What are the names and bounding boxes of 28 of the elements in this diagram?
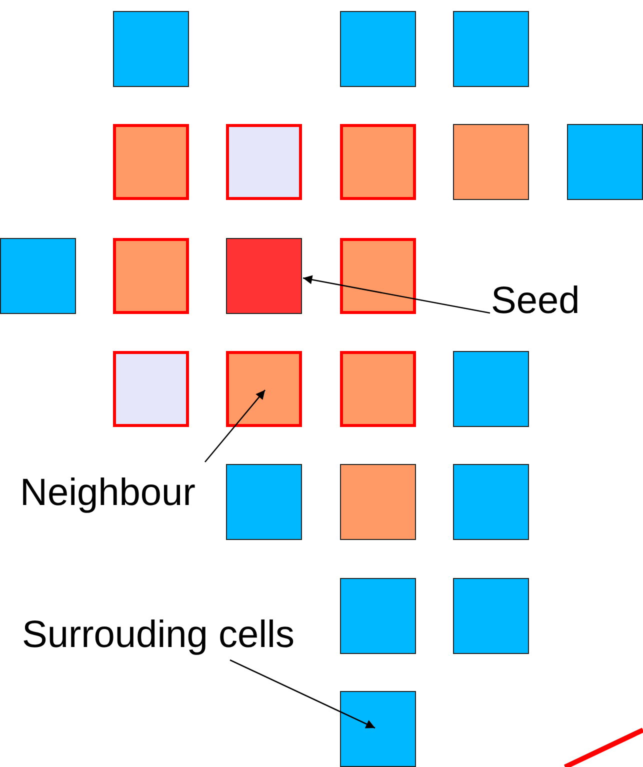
callout-label: Seed (491, 282, 580, 320)
grid-cell (453, 351, 529, 427)
grid-cell (113, 11, 189, 87)
grid-cell (567, 124, 643, 200)
grid-cell (340, 124, 416, 200)
grid-cell (226, 238, 302, 314)
callout-label: Neighbour (20, 474, 196, 512)
leader-line (204, 390, 266, 462)
grid-cell (453, 11, 529, 87)
leader-line (302, 275, 490, 314)
grid-cell (453, 578, 529, 654)
grid-cell (453, 464, 529, 540)
grid-cell (226, 464, 302, 540)
grid-cell (113, 351, 189, 427)
grid-cell (0, 238, 76, 314)
grid-cell (340, 351, 416, 427)
leader-line (230, 659, 376, 729)
grid-cell (226, 124, 302, 200)
grid-cell (113, 124, 189, 200)
grid-cell (113, 238, 189, 314)
grid-cell (340, 464, 416, 540)
grid-cell (340, 238, 416, 314)
grid-cell (340, 11, 416, 87)
grid-cell (340, 578, 416, 654)
grid-cell (340, 691, 416, 767)
callout-label: Surrouding cells (22, 616, 294, 654)
grid-cell (226, 351, 302, 427)
grid-cell (453, 124, 529, 200)
